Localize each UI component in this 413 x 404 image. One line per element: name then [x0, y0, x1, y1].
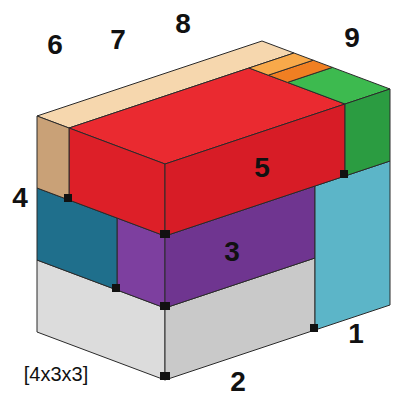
block-6-left: [37, 116, 69, 200]
corner-marker: [160, 230, 170, 238]
block-1-right: [315, 161, 390, 330]
corner-marker: [340, 170, 348, 178]
corner-marker: [160, 372, 170, 380]
callout-number: [4x3x3]: [24, 364, 88, 384]
block-5-left: [69, 128, 165, 236]
corner-marker: [64, 194, 72, 202]
callout-number: 1: [348, 320, 364, 348]
corner-marker: [310, 324, 318, 332]
block-5-right: [165, 104, 345, 236]
callout-number: 5: [254, 154, 270, 182]
callout-number: 9: [344, 24, 360, 52]
block-7-top: [249, 53, 313, 75]
corner-marker: [112, 284, 120, 292]
callout-number: 4: [12, 184, 28, 212]
callout-number: 8: [175, 10, 191, 38]
callout-number: 7: [110, 26, 126, 54]
callout-number: 2: [230, 368, 246, 396]
callout-number: 3: [224, 238, 240, 266]
corner-marker: [160, 302, 170, 310]
callout-number: 6: [47, 31, 63, 59]
block-9-right: [345, 89, 390, 176]
